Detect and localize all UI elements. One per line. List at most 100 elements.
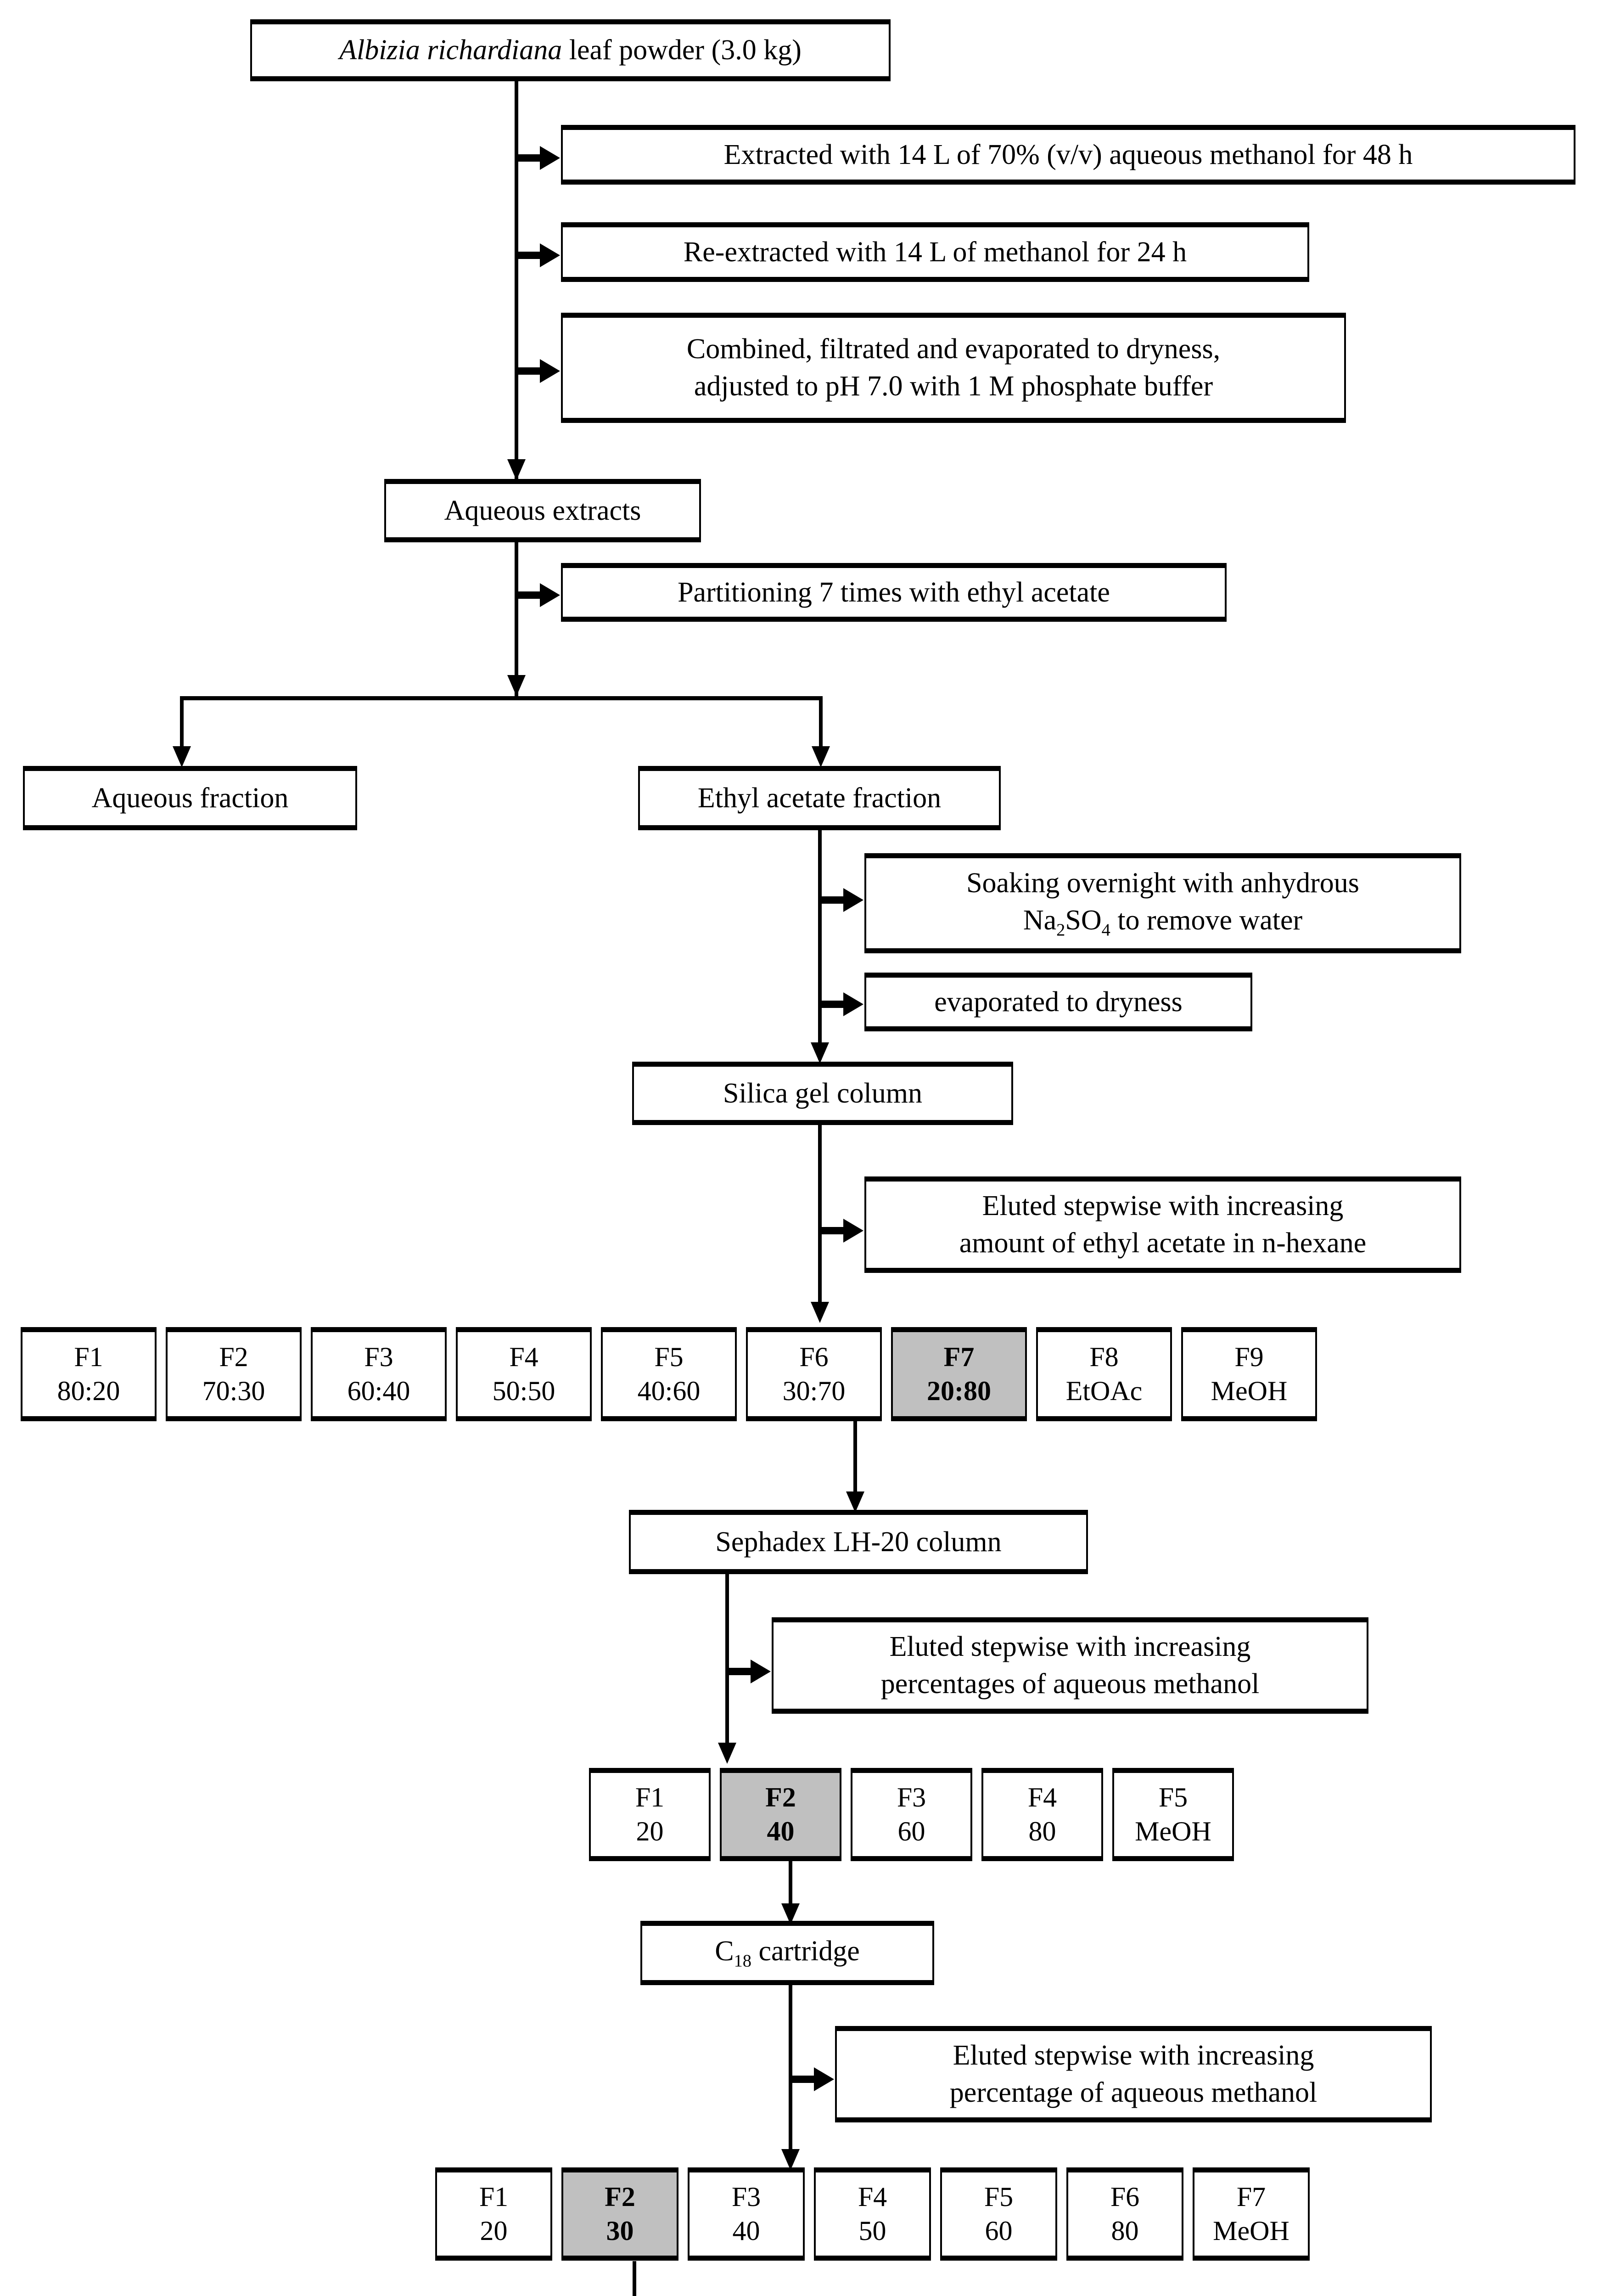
arrowhead-c18-elution [814, 2067, 834, 2091]
spine-silica-to-fractions [818, 1125, 822, 1318]
arrowhead-to-sephadex-fractions [718, 1743, 736, 1764]
node-sephadex-elution[interactable]: Eluted stepwise with increasing percenta… [772, 1617, 1368, 1714]
fraction-value: 60 [897, 1816, 925, 1846]
fraction-id: F1 [635, 1782, 665, 1813]
node-aqueous-extracts[interactable]: Aqueous extracts [384, 479, 701, 542]
fraction-id: F4 [509, 1342, 538, 1373]
extract-step-3-label: Combined, filtrated and evaporated to dr… [687, 331, 1220, 405]
node-silica-elution[interactable]: Eluted stepwise with increasing amount o… [864, 1176, 1461, 1273]
node-c18-cartridge[interactable]: C18 cartridge [640, 1921, 934, 1985]
fraction-value: 20 [480, 2215, 508, 2246]
fraction-id: F3 [364, 1342, 393, 1373]
soaking-line-1: Soaking overnight with anhydrous [966, 867, 1359, 899]
split-right-drop [819, 696, 823, 751]
fraction-value: 50:50 [492, 1375, 555, 1406]
c18-elution-label: Eluted stepwise with increasing percenta… [950, 2037, 1317, 2111]
node-partitioning[interactable]: Partitioning 7 times with ethyl acetate [561, 563, 1227, 622]
species-name: Albizia richardiana [339, 34, 562, 66]
stub-evaporated [822, 1001, 848, 1008]
arrowhead-to-partition-split [507, 675, 526, 696]
node-extract-step-1[interactable]: Extracted with 14 L of 70% (v/v) aqueous… [561, 125, 1575, 185]
silica-gel-column-label: Silica gel column [723, 1077, 922, 1109]
fraction-value: MeOH [1135, 1816, 1211, 1846]
spine-f2-to-c18 [789, 1861, 792, 1921]
fraction-id: F7 [943, 1342, 975, 1373]
node-ethyl-acetate-fraction[interactable]: Ethyl acetate fraction [638, 766, 1001, 830]
spine-source-to-extracts [515, 81, 518, 479]
partitioning-label: Partitioning 7 times with ethyl acetate [678, 576, 1110, 608]
sephadex-column-label: Sephadex LH-20 column [715, 1526, 1002, 1558]
arrowhead-to-aqueous-extracts [507, 459, 526, 480]
split-bar-fractions [180, 696, 823, 700]
fraction-id: F3 [897, 1782, 926, 1813]
fraction-value: MeOH [1213, 2215, 1289, 2246]
node-soaking-na2so4[interactable]: Soaking overnight with anhydrous Na2SO4 … [864, 853, 1461, 953]
extract-step-3-line-2: adjusted to pH 7.0 with 1 M phosphate bu… [694, 371, 1213, 402]
silica-elution-line-1: Eluted stepwise with increasing [982, 1190, 1344, 1222]
fraction-value: 60:40 [347, 1375, 410, 1406]
stub-extract-step-2 [518, 252, 545, 259]
spine-eaf-to-silica [818, 830, 822, 1060]
node-silica-gel-column[interactable]: Silica gel column [632, 1062, 1013, 1125]
sephadex-elution-label: Eluted stepwise with increasing percenta… [881, 1628, 1260, 1702]
arrowhead-aqueous-fraction [173, 746, 191, 767]
node-sephadex-column[interactable]: Sephadex LH-20 column [629, 1510, 1088, 1574]
sephadex-elution-line-1: Eluted stepwise with increasing [889, 1631, 1251, 1663]
extract-step-3-line-1: Combined, filtrated and evaporated to dr… [686, 333, 1221, 365]
node-extract-step-3[interactable]: Combined, filtrated and evaporated to dr… [561, 313, 1346, 423]
fraction-value: MeOH [1211, 1375, 1288, 1406]
silica-elution-label: Eluted stepwise with increasing amount o… [959, 1187, 1367, 1261]
node-aqueous-fraction[interactable]: Aqueous fraction [23, 766, 357, 830]
arrowhead-extract-step-2 [540, 243, 560, 267]
fraction-value: 30 [606, 2215, 634, 2246]
aqueous-fraction-label: Aqueous fraction [91, 782, 289, 814]
fraction-id: F1 [479, 2182, 509, 2212]
spine-f7-to-sephadex [853, 1421, 857, 1508]
spine-c18-to-fractions [789, 1985, 792, 2164]
fraction-value: 40 [732, 2215, 760, 2246]
silica-elution-line-2: amount of ethyl acetate in n-hexane [959, 1227, 1367, 1259]
node-source[interactable]: Albizia richardiana leaf powder (3.0 kg) [250, 19, 891, 81]
sephadex-elution-line-2: percentages of aqueous methanol [880, 1668, 1260, 1699]
c18-elution-line-1: Eluted stepwise with increasing [953, 2040, 1314, 2071]
fraction-id: F7 [1236, 2182, 1266, 2212]
node-extract-step-2[interactable]: Re-extracted with 14 L of methanol for 2… [561, 222, 1309, 282]
fraction-value: 40 [767, 1816, 795, 1846]
fraction-id: F2 [765, 1782, 796, 1813]
node-c18-elution[interactable]: Eluted stepwise with increasing percenta… [835, 2026, 1432, 2122]
arrowhead-evaporated [843, 992, 863, 1016]
fraction-id: F1 [74, 1342, 103, 1373]
ethyl-acetate-fraction-label: Ethyl acetate fraction [697, 782, 942, 814]
fraction-id: F6 [1110, 2182, 1140, 2212]
source-label: Albizia richardiana leaf powder (3.0 kg) [339, 32, 802, 69]
arrowhead-sephadex-elution [751, 1660, 771, 1683]
arrowhead-to-c18-fractions [781, 2149, 800, 2170]
fraction-value: EtOAc [1065, 1375, 1143, 1406]
node-evaporated-to-dryness[interactable]: evaporated to dryness [864, 973, 1252, 1031]
fraction-id: F2 [605, 2182, 635, 2212]
stub-extract-step-1 [518, 154, 545, 162]
arrowhead-to-sephadex-column [846, 1491, 864, 1513]
